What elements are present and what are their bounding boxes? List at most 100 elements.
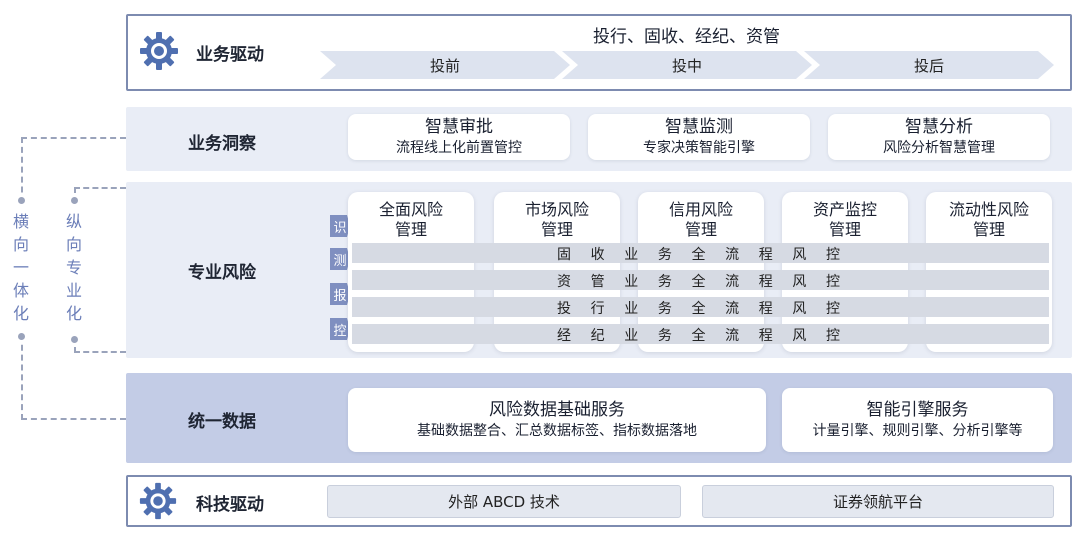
row-char: 风	[792, 274, 807, 290]
insight-card-subtitle: 流程线上化前置管控	[396, 140, 522, 156]
horizontal-bottom-dot	[18, 333, 25, 340]
insight-card: 智慧分析 风险分析智慧管理	[828, 114, 1050, 160]
row-char: 业	[624, 328, 639, 344]
row-char: 全	[691, 328, 706, 344]
data-service-card: 智能引擎服务 计量引擎、规则引擎、分析引擎等	[782, 388, 1053, 452]
stage-arrow: 投后	[804, 51, 1054, 79]
row-char: 风	[792, 301, 807, 317]
risk-column-title: 资产监控 管理	[782, 200, 908, 240]
data-service-title: 风险数据基础服务	[489, 400, 625, 420]
vertical-specialization-text: 纵 向 专 业 化	[64, 210, 84, 325]
step-tab-control: 控	[330, 318, 350, 340]
row-char: 全	[691, 247, 706, 263]
data-service-card: 风险数据基础服务 基础数据整合、汇总数据标签、指标数据落地	[348, 388, 766, 452]
insight-card-title: 智慧分析	[905, 117, 973, 137]
row-char: 管	[590, 274, 605, 290]
side-char: 向	[12, 235, 29, 254]
horizontal-integration-text: 横 向 一 体 化	[11, 210, 31, 325]
vertical-bottom-dot	[71, 336, 78, 343]
process-stripe	[352, 270, 1049, 290]
risk-column-title: 信用风险 管理	[638, 200, 764, 240]
row-char: 业	[624, 274, 639, 290]
side-char: 化	[12, 304, 29, 323]
side-char: 横	[12, 212, 29, 231]
row-char: 务	[657, 274, 672, 290]
row-char: 资	[557, 274, 571, 290]
row-char: 务	[657, 301, 672, 317]
row-char: 流	[725, 274, 740, 290]
insight-card: 智慧审批 流程线上化前置管控	[348, 114, 570, 160]
step-tab-report: 报	[330, 283, 350, 305]
data-service-subtitle: 计量引擎、规则引擎、分析引擎等	[812, 423, 1023, 439]
horizontal-integration-label	[10, 194, 32, 342]
row-char: 风	[792, 328, 807, 344]
row-char: 收	[590, 247, 605, 263]
row-char: 流	[725, 328, 740, 344]
process-row-text: 投 行 业 务 全 流 程 风 控	[557, 298, 840, 318]
row-char: 风	[792, 247, 807, 263]
gear-icon	[138, 481, 178, 521]
row-char: 程	[758, 328, 773, 344]
row-char: 控	[826, 274, 840, 290]
row-char: 程	[758, 301, 773, 317]
stage-arrow: 投中	[562, 51, 812, 79]
insight-card-title: 智慧审批	[425, 117, 493, 137]
side-char: 专	[65, 258, 82, 277]
row-char: 控	[826, 328, 840, 344]
process-stripe	[352, 324, 1049, 344]
row-char: 控	[826, 301, 840, 317]
vertical-specialization-label	[63, 194, 85, 344]
business-lines-title: 投行、固收、经纪、资管	[593, 27, 780, 47]
row-char: 流	[725, 247, 740, 263]
tech-item-box: 证券领航平台	[702, 485, 1054, 518]
gear-icon	[138, 30, 180, 72]
risk-column-title-line: 管理	[972, 220, 1005, 239]
insight-card-subtitle: 风险分析智慧管理	[883, 140, 995, 156]
business-insight-label: 业务洞察	[188, 134, 256, 154]
row-char: 业	[624, 247, 639, 263]
process-row-text: 固 收 业 务 全 流 程 风 控	[557, 244, 840, 264]
risk-column-title: 流动性风险 管理	[926, 200, 1052, 240]
insight-card: 智慧监测 专家决策智能引擎	[588, 114, 810, 160]
risk-column-title-line: 流动性风险	[948, 200, 1029, 219]
row-char: 全	[691, 274, 706, 290]
row-char: 务	[657, 247, 672, 263]
row-char: 行	[590, 301, 605, 317]
risk-column-title-line: 市场风险	[524, 200, 589, 219]
risk-column-title-line: 管理	[684, 220, 717, 239]
side-char: 业	[65, 281, 82, 300]
data-service-title: 智能引擎服务	[866, 400, 969, 420]
tech-drive-label: 科技驱动	[196, 495, 264, 515]
step-tab-measure: 测	[330, 248, 350, 270]
row-char: 固	[557, 247, 571, 263]
row-char: 流	[725, 301, 740, 317]
step-tab-identify: 识	[330, 215, 350, 237]
business-drive-label: 业务驱动	[196, 45, 264, 65]
stage-arrow: 投前	[320, 51, 570, 79]
horizontal-top-dot	[18, 197, 25, 204]
row-char: 全	[691, 301, 706, 317]
unified-data-label: 统一数据	[188, 412, 256, 432]
row-char: 业	[624, 301, 639, 317]
insight-card-subtitle: 专家决策智能引擎	[643, 140, 755, 156]
risk-column-title-line: 管理	[394, 220, 427, 239]
row-char: 纪	[590, 328, 605, 344]
risk-column-title-line: 资产监控	[812, 200, 877, 219]
tech-item-box: 外部 ABCD 技术	[327, 485, 681, 518]
row-char: 经	[557, 328, 571, 344]
risk-column-title: 市场风险 管理	[494, 200, 620, 240]
side-char: 体	[12, 281, 29, 300]
vertical-top-dot	[71, 197, 78, 204]
risk-column-title-line: 管理	[828, 220, 861, 239]
side-char: 向	[65, 235, 82, 254]
risk-column-title-line: 信用风险	[668, 200, 733, 219]
risk-column-title-line: 全面风险	[378, 200, 443, 219]
process-stripe	[352, 243, 1049, 263]
process-stripe	[352, 297, 1049, 317]
side-char: 化	[65, 304, 82, 323]
row-char: 务	[657, 328, 672, 344]
row-char: 程	[758, 274, 773, 290]
process-row-text: 经 纪 业 务 全 流 程 风 控	[557, 325, 840, 345]
process-row-text: 资 管 业 务 全 流 程 风 控	[557, 271, 840, 291]
data-service-subtitle: 基础数据整合、汇总数据标签、指标数据落地	[417, 423, 697, 439]
